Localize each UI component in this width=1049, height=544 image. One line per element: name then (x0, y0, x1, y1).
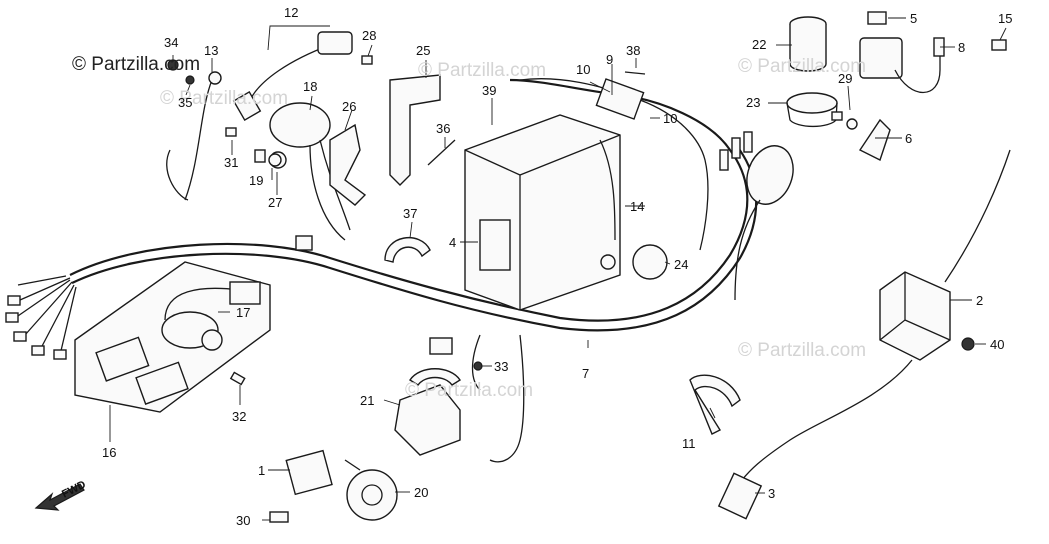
callout-29: 29 (838, 71, 853, 86)
part-26-bracket (329, 123, 367, 206)
callout-28: 28 (362, 28, 377, 43)
callout-21: 21 (360, 393, 375, 408)
callout-13: 13 (204, 43, 219, 58)
part-38-clamp (384, 236, 431, 263)
callout-33: 33 (494, 359, 509, 374)
callout-8: 8 (958, 40, 966, 55)
part-6-bracket (858, 118, 891, 161)
part-1-relay (285, 449, 333, 496)
callout-37: 36 (436, 121, 451, 136)
part-2-cdi-box (879, 271, 951, 361)
watermark-faint: © Partzilla.com (738, 56, 867, 77)
callout-38: 37 (403, 206, 418, 221)
watermark-faint: © Partzilla.com (418, 60, 547, 81)
callout-2: 2 (976, 293, 984, 308)
part-23-band (786, 92, 838, 128)
watermark-faint: © Partzilla.com (405, 380, 534, 401)
callout-11: 11 (682, 436, 696, 451)
callout-34: 34 (164, 35, 179, 50)
callout-10b: 10 (663, 111, 678, 126)
part-9-relay (595, 78, 645, 120)
callout-26: 26 (342, 99, 357, 114)
callout-20: 20 (414, 485, 429, 500)
part-40-battery (464, 114, 621, 311)
harness-connector-bundle (5, 275, 77, 360)
callout-31: 31 (224, 155, 239, 170)
callout-36: 40 (990, 337, 1005, 352)
callout-25: 25 (416, 43, 431, 58)
part-25-bracket (389, 74, 441, 186)
callout-18: 18 (303, 79, 318, 94)
part-22-condenser (789, 16, 827, 72)
fwd-arrow-icon (34, 483, 85, 511)
part-24-disc (632, 244, 668, 280)
watermark-main: © Partzilla.com (72, 54, 201, 75)
part-17-ignition-switch (161, 281, 261, 351)
callout-35: 35 (178, 95, 193, 110)
part-5-unit (859, 37, 903, 79)
callout-30: 30 (236, 513, 251, 528)
callout-14: 14 (630, 199, 645, 214)
callout-22: 22 (752, 37, 767, 52)
part-21-holder (394, 384, 461, 456)
callout-15: 15 (998, 11, 1013, 26)
watermark-faint: © Partzilla.com (738, 340, 867, 361)
callout-32: 32 (232, 409, 247, 424)
callout-40: 39 (482, 83, 497, 98)
callout-7: 7 (582, 366, 590, 381)
part-20-horn (344, 459, 398, 521)
callout-9: 9 (606, 52, 614, 67)
callout-4: 4 (449, 235, 457, 250)
part-rectifier-with-leads (719, 131, 794, 301)
callout-19: 19 (249, 173, 264, 188)
callout-12: 12 (284, 5, 299, 20)
part-11-clamp (689, 374, 741, 435)
callout-24: 24 (674, 257, 689, 272)
callout-6: 6 (905, 131, 913, 146)
callout-27: 27 (268, 195, 283, 210)
callout-16: 16 (102, 445, 117, 460)
callout-23: 23 (746, 95, 761, 110)
leader-lines (109, 17, 1007, 521)
callout-17: 17 (236, 305, 251, 320)
callout-3: 3 (768, 486, 776, 501)
callout-5: 5 (910, 11, 918, 26)
watermark-faint: © Partzilla.com (160, 88, 289, 109)
callout-1: 1 (258, 463, 266, 478)
callout-10a: 10 (576, 62, 591, 77)
callout-39: 38 (626, 43, 641, 58)
